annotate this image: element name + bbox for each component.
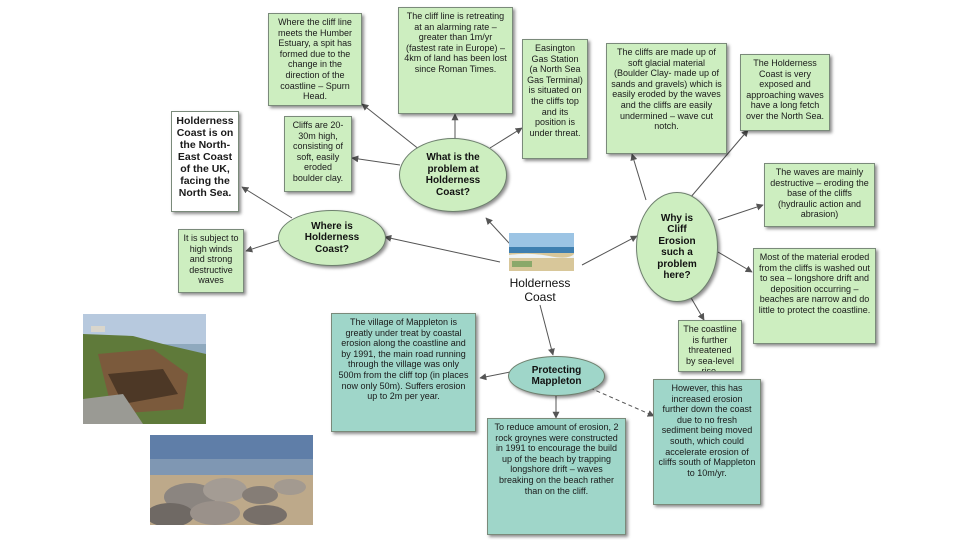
- sealevel-box: The coastline is further threatened by s…: [678, 320, 742, 372]
- arrow-center-where: [384, 234, 501, 263]
- protecting-node-label: Protecting Mappleton: [531, 364, 582, 388]
- groynes-box: To reduce amount of erosion, 2 rock groy…: [487, 418, 626, 535]
- problem-node-label: What is the problem at Holderness Coast?: [425, 152, 481, 198]
- arrow-problem-cliffs: [351, 155, 401, 166]
- center-title: Holderness Coast: [509, 276, 571, 304]
- arrow-protect-village: [479, 371, 511, 381]
- arrow-why-longshore: [717, 251, 753, 273]
- spit-box: Where the cliff line meets the Humber Es…: [268, 13, 362, 106]
- arrow-protect-however: [589, 387, 655, 417]
- boulder-clay-box: The cliffs are made up of soft glacial m…: [606, 43, 727, 154]
- arrow-why-fetch: [689, 129, 749, 199]
- arrow-why-sealevel: [689, 295, 705, 321]
- arrow-why-destructive: [717, 203, 764, 221]
- retreating-box: The cliff line is retreating at an alarm…: [398, 7, 513, 114]
- fetch-box: The Holderness Coast is very exposed and…: [740, 54, 830, 131]
- destructive-box: The waves are mainly destructive – erodi…: [764, 163, 875, 227]
- winds-box: It is subject to high winds and strong d…: [178, 229, 244, 293]
- however-box: However, this has increased erosion furt…: [653, 379, 761, 505]
- beach-photo: [509, 233, 574, 271]
- where-node-label: Where is Holderness Coast?: [304, 220, 360, 255]
- longshore-box: Most of the material eroded from the cli…: [753, 248, 876, 344]
- why-node: Why is Cliff Erosion such a problem here…: [636, 192, 718, 302]
- arrow-why-boulder: [630, 153, 647, 201]
- arrow-problem-spit: [361, 103, 421, 151]
- protecting-node: Protecting Mappleton: [508, 356, 605, 396]
- mappleton-village-box: The village of Mappleton is greatly unde…: [331, 313, 476, 432]
- cliff-erosion-photo: [83, 314, 206, 424]
- why-node-label: Why is Cliff Erosion such a problem here…: [657, 212, 697, 282]
- problem-node: What is the problem at Holderness Coast?: [399, 138, 507, 212]
- arrow-center-protecting: [539, 304, 555, 356]
- where-node: Where is Holderness Coast?: [278, 210, 386, 266]
- easington-box: Easington Gas Station (a North Sea Gas T…: [522, 39, 588, 159]
- arrow-center-why: [581, 235, 638, 266]
- arrow-problem-easington: [489, 127, 523, 149]
- location-box: Holderness Coast is on the North-East Co…: [171, 111, 239, 212]
- arrow-where-location: [241, 186, 293, 219]
- cliffs-height-box: Cliffs are 20-30m high, consisting of so…: [284, 116, 352, 192]
- arrow-where-winds: [245, 239, 281, 253]
- rock-groyne-photo: [150, 435, 313, 525]
